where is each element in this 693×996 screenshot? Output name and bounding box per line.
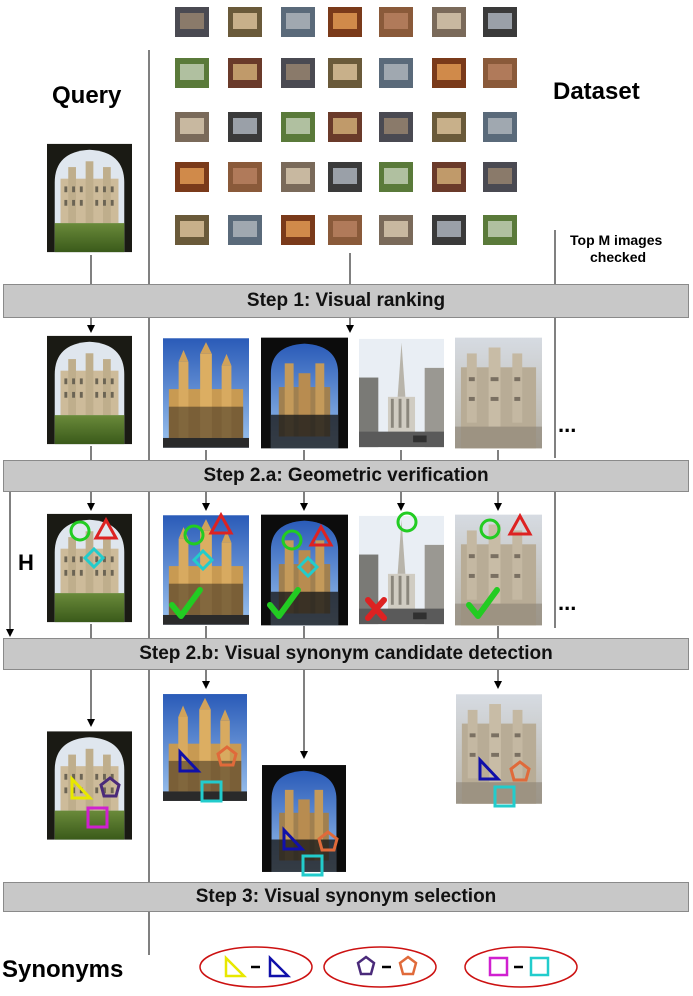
- dataset-thumbnail-detail: [333, 221, 357, 237]
- dataset-thumbnail-detail: [286, 221, 310, 237]
- dataset-thumbnail-detail: [180, 168, 204, 184]
- dataset-thumbnail-detail: [437, 13, 461, 29]
- blue-triangle-icon: [268, 954, 292, 978]
- query-image: [47, 143, 132, 253]
- dataset-thumbnail-detail: [333, 118, 357, 134]
- dataset-thumbnail-detail: [384, 221, 408, 237]
- checked-label: checked: [590, 249, 647, 265]
- dataset-thumbnail-detail: [233, 64, 257, 80]
- dataset-thumbnail-detail: [286, 168, 310, 184]
- circle-feature-icon: [69, 520, 91, 542]
- dataset-thumbnail-detail: [488, 118, 512, 134]
- synonym-pairs: [199, 946, 578, 988]
- dataset-thumbnail-detail: [488, 64, 512, 80]
- top-m-label: Top M images: [570, 232, 663, 248]
- step2a-banner: Step 2.a: Geometric verification: [3, 460, 689, 492]
- dataset-thumbnail-detail: [437, 221, 461, 237]
- dataset-thumbnail-detail: [333, 64, 357, 80]
- dataset-thumbnail-detail: [384, 13, 408, 29]
- dataset-thumbnail-detail: [286, 64, 310, 80]
- query-label: Query: [52, 82, 122, 109]
- dataset-thumbnail-detail: [333, 168, 357, 184]
- dataset-thumbnail-detail: [384, 168, 408, 184]
- dataset-thumbnail-detail: [488, 13, 512, 29]
- dataset-thumbnail-detail: [437, 64, 461, 80]
- dataset-thumbnail-detail: [233, 221, 257, 237]
- check-mark-icon: [267, 587, 301, 619]
- dataset-thumbnail-detail: [286, 118, 310, 134]
- dataset-thumbnail-detail: [233, 13, 257, 29]
- step1-banner: Step 1: Visual ranking: [3, 284, 689, 318]
- ellipsis-row1: ...: [558, 412, 577, 437]
- dataset-thumbnail-detail: [180, 13, 204, 29]
- step2b-banner: Step 2.b: Visual synonym candidate detec…: [3, 638, 689, 670]
- yellow-triangle-icon: [224, 954, 248, 978]
- ranked-images-row: [47, 335, 542, 449]
- dataset-thumbnail-detail: [488, 221, 512, 237]
- dataset-thumbnail-detail: [384, 64, 408, 80]
- check-mark-icon: [466, 587, 500, 619]
- dataset-thumbnail-detail: [180, 118, 204, 134]
- dataset-label: Dataset: [553, 78, 640, 105]
- check-mark-icon: [169, 587, 203, 619]
- purple-pentagon-icon: [356, 955, 376, 976]
- dataset-thumbnail-detail: [437, 168, 461, 184]
- dataset-thumbnail-detail: [233, 118, 257, 134]
- dataset-thumbnail-detail: [333, 13, 357, 29]
- dataset-thumbnail-detail: [437, 118, 461, 134]
- triangle-feature-icon: [93, 516, 119, 540]
- dataset-thumbnail-detail: [233, 168, 257, 184]
- synonym-candidate-images: [47, 694, 542, 872]
- orange-pentagon-icon: [398, 955, 418, 976]
- step3-banner: Step 3: Visual synonym selection: [3, 882, 689, 912]
- ellipsis-row2: ...: [558, 590, 577, 615]
- diamond-feature-icon: [82, 546, 106, 570]
- magenta-square-icon: [488, 956, 509, 977]
- dataset-thumbnail-detail: [384, 118, 408, 134]
- dataset-thumbnail-detail: [180, 64, 204, 80]
- dataset-thumbnail-detail: [180, 221, 204, 237]
- h-label: H: [18, 550, 34, 575]
- cyan-square-icon: [529, 956, 550, 977]
- dataset-thumbnail-grid: [175, 7, 517, 245]
- dataset-thumbnail-detail: [488, 168, 512, 184]
- dataset-thumbnail-detail: [286, 13, 310, 29]
- synonyms-label: Synonyms: [2, 956, 124, 983]
- cross-mark-icon: [365, 597, 387, 621]
